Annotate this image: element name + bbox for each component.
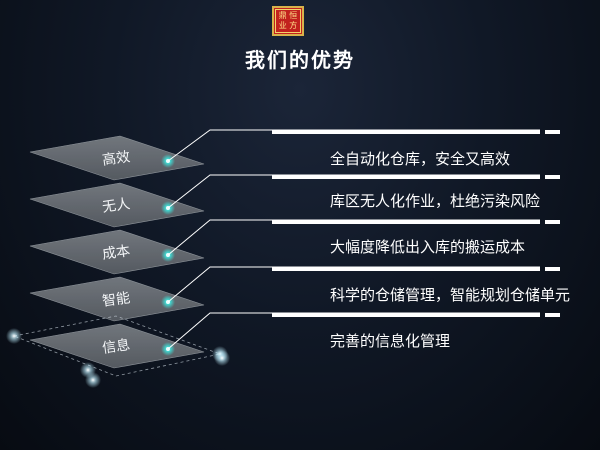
layer-panel bbox=[29, 276, 205, 322]
logo-seal: 鼎 恒 业 方 bbox=[275, 9, 301, 33]
glow-dot bbox=[214, 350, 230, 366]
company-logo: 鼎 恒 业 方 bbox=[272, 6, 304, 36]
logo-text-2: 业 方 bbox=[278, 21, 298, 30]
layer-label: 智能 bbox=[101, 290, 131, 310]
layer-label: 成本 bbox=[101, 243, 131, 263]
advantage-text: 科学的仓储管理，智能规划仓储单元 bbox=[330, 286, 571, 304]
advantage-text: 库区无人化作业，杜绝污染风险 bbox=[330, 192, 541, 210]
advantage-text: 大幅度降低出入库的搬运成本 bbox=[330, 238, 526, 256]
layer-label: 无人 bbox=[101, 196, 131, 216]
layer-label: 高效 bbox=[101, 148, 131, 169]
layer-panel bbox=[29, 229, 205, 275]
layer-panel bbox=[29, 135, 205, 181]
glow-dot bbox=[85, 372, 101, 388]
layer-panel bbox=[29, 182, 205, 228]
advantage-text: 全自动化仓库，安全又高效 bbox=[330, 150, 511, 168]
glow-dot bbox=[6, 328, 22, 344]
advantage-text: 完善的信息化管理 bbox=[330, 332, 451, 350]
logo-text-1: 鼎 恒 bbox=[278, 11, 298, 20]
slide-title: 我们的优势 bbox=[245, 48, 355, 72]
layer-panel bbox=[29, 323, 205, 369]
layer-label: 信息 bbox=[101, 336, 131, 357]
